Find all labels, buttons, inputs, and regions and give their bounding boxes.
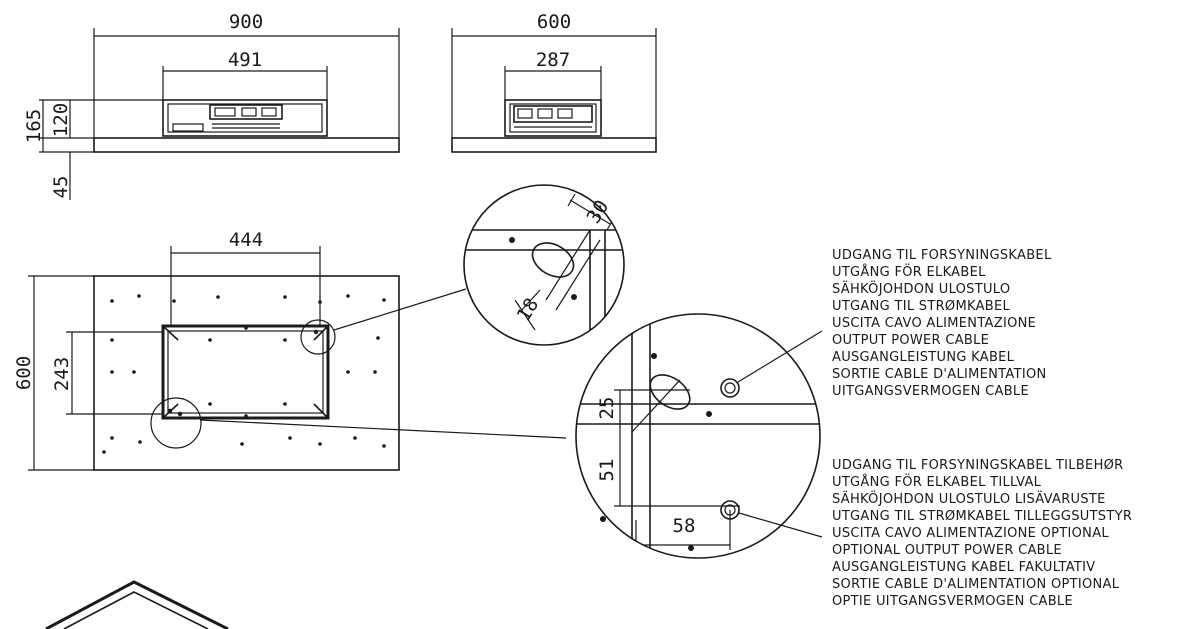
front-width-label: 900 [229,11,263,33]
optional-cable-label: SORTIE CABLE D'ALIMENTATION OPTIONAL [832,577,1120,592]
output-cable-label: UDGANG TIL FORSYNINGSKABEL [832,248,1052,263]
output-cable-label: USCITA CAVO ALIMENTAZIONE [832,316,1036,331]
front-view: 900 491 165 120 45 [23,11,400,200]
optional-cable-label: OPTIONAL OUTPUT POWER CABLE [832,543,1062,558]
front-inner-width-label: 491 [228,49,262,71]
optional-cable-label: UTGÅNG FÖR ELKABEL TILLVAL [832,473,1042,490]
plan-cutout-width-label: 444 [229,229,263,251]
optional-cable-label: AUSGANGLEISTUNG KABEL FAKULTATIV [832,560,1095,575]
detail-top: 30 18 [463,184,625,346]
perspective-view-partial [45,580,229,629]
optional-cable-label: UTGANG TIL STRØMKABEL TILLEGGSUTSTYR [832,509,1132,524]
output-cable-label: UTGANG TIL STRØMKABEL [832,299,1010,314]
plan-depth-label: 600 [13,356,35,390]
mounting-holes [102,294,386,454]
optional-output-cable-label-block: UDGANG TIL FORSYNINGSKABEL TILBEHØR UTGÅ… [832,458,1132,609]
optional-cable-label: USCITA CAVO ALIMENTAZIONE OPTIONAL [832,526,1109,541]
optional-cable-label: SÄHKÖJOHDON ULOSTULO LISÄVARUSTE [832,490,1106,507]
callout-circle-top-right [300,319,336,355]
plan-cutout-depth-label: 243 [51,357,73,391]
front-bottom-height-label: 45 [50,176,72,199]
side-inner-width-label: 287 [536,49,570,71]
detail-top-dim-b: 18 [513,294,544,325]
output-cable-label: SÄHKÖJOHDON ULOSTULO [832,280,1010,297]
detail-bottom-dim-58: 58 [673,515,696,537]
side-width-label: 600 [537,11,571,33]
optional-cable-label: OPTIE UITGANGSVERMOGEN CABLE [832,594,1073,609]
output-cable-label: UITGANGSVERMOGEN CABLE [832,384,1029,399]
output-cable-label-block: UDGANG TIL FORSYNINGSKABEL UTGÅNG FÖR EL… [832,248,1052,399]
side-view: 600 287 [451,11,657,153]
output-cable-label: UTGÅNG FÖR ELKABEL [832,263,986,280]
detail-bottom-dim-51: 51 [596,459,618,482]
optional-cable-label: UDGANG TIL FORSYNINGSKABEL TILBEHØR [832,458,1124,473]
output-cable-label: SORTIE CABLE D'ALIMENTATION [832,367,1047,382]
plan-view: 444 600 243 [13,229,400,471]
output-cable-label: OUTPUT POWER CABLE [832,333,989,348]
detail-bottom: 25 51 58 [575,313,821,559]
front-body-height-label: 120 [50,103,72,137]
callout-circle-bottom-left [150,397,202,449]
output-cable-label: AUSGANGLEISTUNG KABEL [832,350,1015,365]
front-total-height-label: 165 [23,109,45,143]
detail-bottom-dim-25: 25 [596,397,618,420]
